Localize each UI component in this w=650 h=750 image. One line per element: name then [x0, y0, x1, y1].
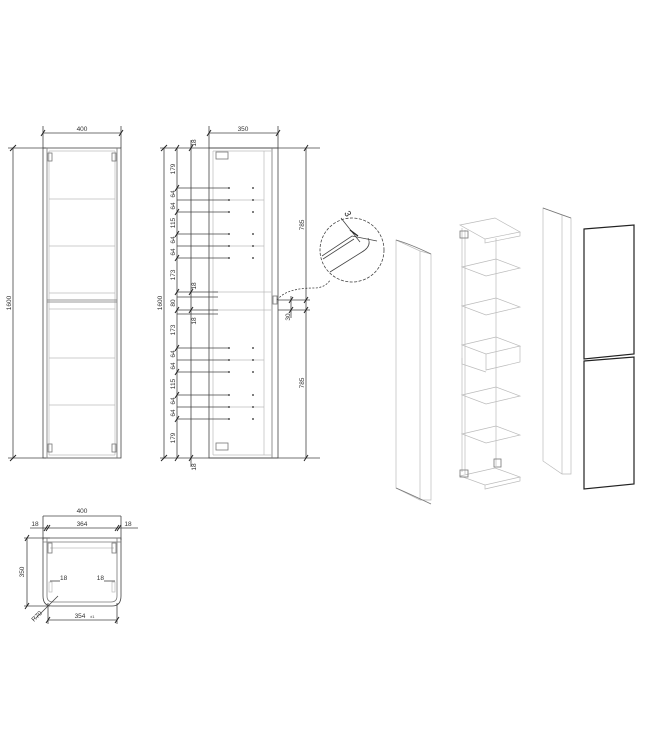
top-left-panel-label: 18: [31, 521, 39, 528]
front-height-label: 1600: [6, 295, 13, 310]
top-right-panel-label: 18: [124, 521, 132, 528]
shelf: [460, 386, 522, 405]
dim-label: 115: [170, 378, 177, 389]
lower-door-height-label: 785: [299, 377, 306, 388]
upper-door: [583, 224, 635, 360]
top-view: 400 18 364 18 350 18 18 354: [19, 508, 138, 624]
right-side-panel: [542, 207, 572, 475]
top-inner-right-label: 18: [97, 575, 105, 582]
hinge-icon: [459, 469, 469, 478]
dim-label: 64: [170, 202, 177, 210]
dim-label: 18: [191, 139, 198, 147]
dim-label: 64: [170, 397, 177, 405]
dim-label: 18: [191, 317, 198, 325]
hinge-icon: [47, 152, 53, 162]
exploded-view: [395, 207, 635, 505]
detail-label: 3: [342, 209, 353, 218]
side-depth-label: 350: [238, 126, 249, 133]
front-width-label: 400: [77, 126, 88, 133]
dim-label: 115: [170, 217, 177, 228]
dim-label: 179: [170, 163, 177, 174]
lower-door: [583, 356, 635, 490]
top-inner-left-label: 18: [60, 575, 68, 582]
bracket-icon: [493, 458, 502, 468]
shelf-pin-lines-upper: [177, 187, 264, 259]
shelf: [460, 258, 522, 277]
top-bottom-width-label: 354: [75, 613, 86, 620]
hinge-icon: [47, 443, 53, 453]
dim-label: 64: [170, 409, 177, 417]
shelf-pin-lines-lower: [177, 347, 264, 420]
left-side-panel: [395, 239, 432, 505]
hinge-icon: [111, 443, 117, 453]
dim-label: 64: [170, 236, 177, 244]
dim-label: 173: [170, 269, 177, 280]
top-bottom-tolerance: ±1: [90, 614, 95, 619]
hinge-icon: [459, 230, 469, 239]
hinge-icon: [215, 442, 229, 451]
hinge-icon: [111, 542, 117, 554]
dim-label: 173: [170, 324, 177, 335]
top-overall-width-label: 400: [77, 508, 88, 515]
dim-label: 64: [170, 362, 177, 370]
top-depth-label: 350: [19, 566, 26, 577]
top-inner-width-label: 364: [77, 521, 88, 528]
dim-label: 80: [170, 299, 177, 307]
front-view: 400 1600: [6, 126, 124, 462]
dim-label: 64: [170, 190, 177, 198]
chain-ticks: [174, 144, 194, 462]
shelf: [460, 425, 522, 444]
side-height-label: 1600: [157, 295, 164, 310]
dim-label: 18: [191, 463, 198, 471]
dim-label: 18: [191, 282, 198, 290]
shelf: [460, 297, 522, 316]
gap-label: 30: [285, 313, 292, 321]
hinge-icon: [215, 151, 229, 160]
hinge-icon: [47, 542, 53, 554]
side-view: 350 1600: [157, 126, 331, 471]
upper-door-height-label: 785: [299, 219, 306, 230]
dim-label: 64: [170, 248, 177, 256]
carcass: [458, 217, 522, 490]
dim-label: 64: [170, 350, 177, 358]
edge-detail: 3: [319, 209, 385, 283]
hinge-icon: [111, 152, 117, 162]
dim-label: 179: [170, 432, 177, 443]
